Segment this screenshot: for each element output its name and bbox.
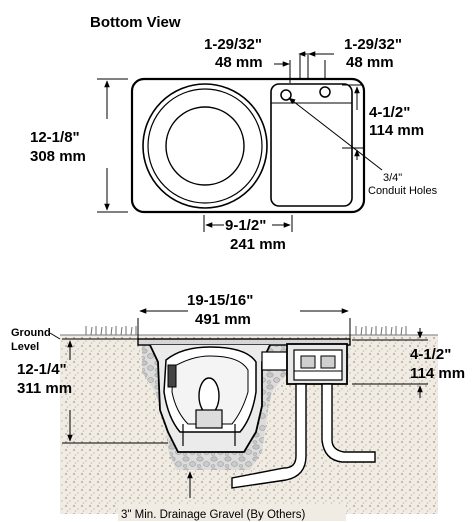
ground-label-line1: Ground <box>11 327 51 339</box>
conduit-hole-right <box>319 86 331 98</box>
junction-box <box>286 343 348 385</box>
grass-left <box>85 326 137 336</box>
top-width-dimension-lines <box>137 308 351 339</box>
conduit-hole-left <box>280 89 292 101</box>
ground-label-leader <box>49 332 61 340</box>
box-imperial: 4-1/2" <box>369 104 410 121</box>
gap-left-metric: 48 mm <box>215 54 263 71</box>
depth-imperial: 12-1/4" <box>17 361 67 378</box>
top-width-imperial: 19-15/16" <box>187 292 253 309</box>
gap-dimension-lines <box>274 51 334 83</box>
fixture-housing <box>137 338 351 453</box>
conduit-leader <box>288 97 383 171</box>
conduit-note-label: Conduit Holes <box>368 185 438 197</box>
conduit-note-size: 3/4" <box>383 172 402 184</box>
height-metric: 308 mm <box>30 148 86 165</box>
gap-right-imperial: 1-29/32" <box>344 36 402 53</box>
box-depth-imperial: 4-1/2" <box>410 346 451 363</box>
depth-metric: 311 mm <box>17 380 72 397</box>
bottom-view-outline <box>130 77 366 214</box>
gap-left-imperial: 1-29/32" <box>204 36 262 53</box>
width-dimension-lines <box>203 215 293 232</box>
box-depth-dimension-lines <box>352 328 428 398</box>
height-imperial: 12-1/8" <box>30 129 80 146</box>
top-width-metric: 491 mm <box>195 311 251 328</box>
gravel-note-background <box>118 505 346 521</box>
ground-label-line2: Level <box>11 341 39 353</box>
height-dimension-lines <box>97 78 128 213</box>
width-metric: 241 mm <box>230 236 286 253</box>
width-imperial: 9-1/2" <box>225 217 266 234</box>
depth-dimension-lines <box>62 338 168 444</box>
gap-right-metric: 48 mm <box>346 54 394 71</box>
gravel-note: 3" Min. Drainage Gravel (By Others) <box>121 509 305 521</box>
bottom-view-title: Bottom View <box>90 14 181 31</box>
box-metric: 114 mm <box>369 122 424 139</box>
conduit-pipes <box>231 383 376 489</box>
box-depth-metric: 114 mm <box>410 365 465 382</box>
grass-right <box>355 326 407 336</box>
